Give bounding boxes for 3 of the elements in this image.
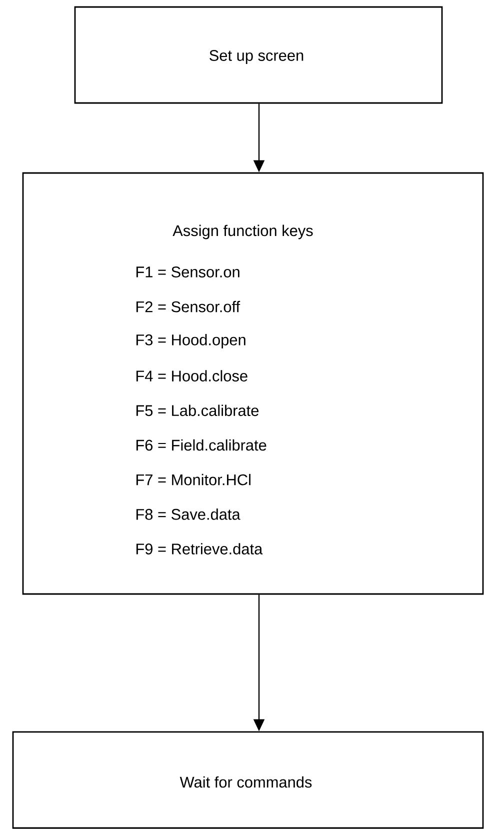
process-box: Set up screen [74, 6, 443, 104]
process-box: Assign function keys F1 = Sensor.on F2 = Sensor.off F3 = Hood.open F4 = Hood.close F5 = Lab.calibrate F6 = Field.calibrate F7 = Monitor.HCl F8 = Save.data F9 = Retrieve.data [22, 172, 484, 595]
process-box: Wait for commands [12, 731, 484, 829]
